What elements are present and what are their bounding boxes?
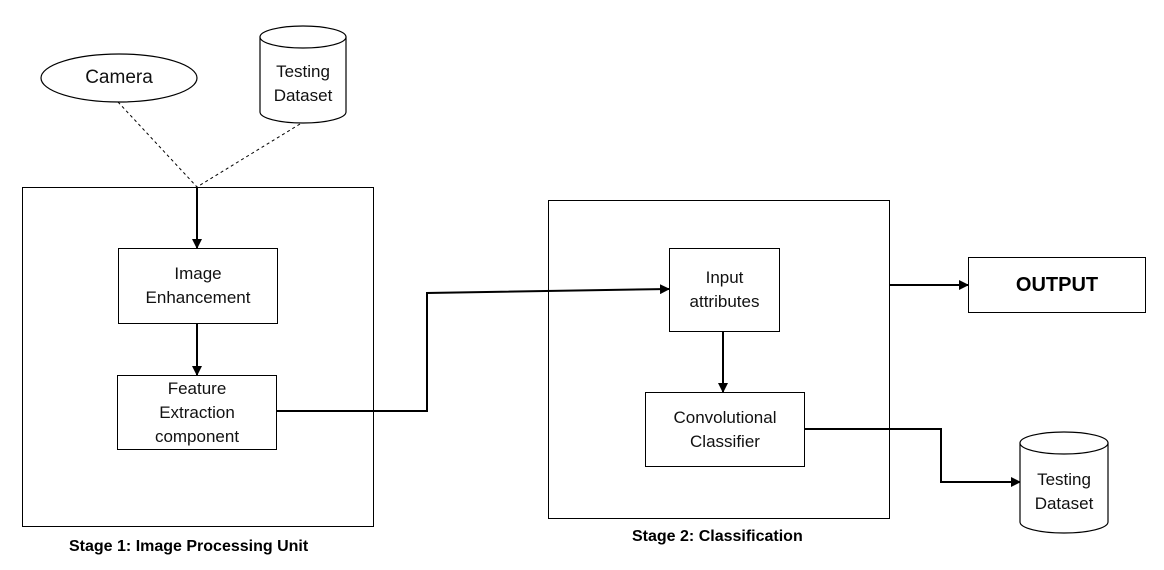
testing-dataset-top-label: Testing Dataset <box>260 60 346 108</box>
feature-line3: component <box>154 426 240 446</box>
stage2-caption: Stage 2: Classification <box>632 528 803 545</box>
image-enhancement-box: Image Enhancement <box>118 248 278 324</box>
dataset-dashed-link <box>196 123 301 188</box>
input-line2: attributes <box>689 292 760 311</box>
output-box: OUTPUT <box>968 257 1146 313</box>
input-attributes-box: Input attributes <box>669 248 780 332</box>
testing-dataset-bottom-label: Testing Dataset <box>1020 468 1108 516</box>
dataset-bottom-line1: Testing <box>1037 470 1091 489</box>
convolutional-classifier-box: Convolutional Classifier <box>645 392 805 467</box>
enhancement-line2: Enhancement <box>145 288 251 307</box>
camera-node <box>40 53 198 103</box>
camera-label: Camera <box>85 67 153 88</box>
arrow-classifier-to-dataset <box>805 428 1021 487</box>
dataset-top-line1: Testing <box>276 62 330 81</box>
input-line1: Input <box>705 268 744 287</box>
stage1-frame <box>22 187 374 527</box>
testing-dataset-bottom-cylinder <box>1019 431 1109 534</box>
output-label: OUTPUT <box>1015 273 1099 296</box>
classifier-line1: Convolutional <box>673 407 777 427</box>
testing-dataset-top-cylinder <box>259 25 347 124</box>
classifier-line2: Classifier <box>690 431 760 451</box>
stage1-caption: Stage 1: Image Processing Unit <box>69 538 309 555</box>
enhancement-line1: Image <box>174 264 222 283</box>
feature-extraction-box: Feature Extraction component <box>117 375 277 450</box>
stage2-frame <box>548 200 890 519</box>
dataset-bottom-line2: Dataset <box>1034 494 1094 513</box>
camera-dashed-link <box>117 101 198 188</box>
feature-line1: Feature <box>167 378 227 398</box>
dataset-top-line2: Dataset <box>273 86 333 105</box>
feature-line2: Extraction <box>159 402 235 422</box>
